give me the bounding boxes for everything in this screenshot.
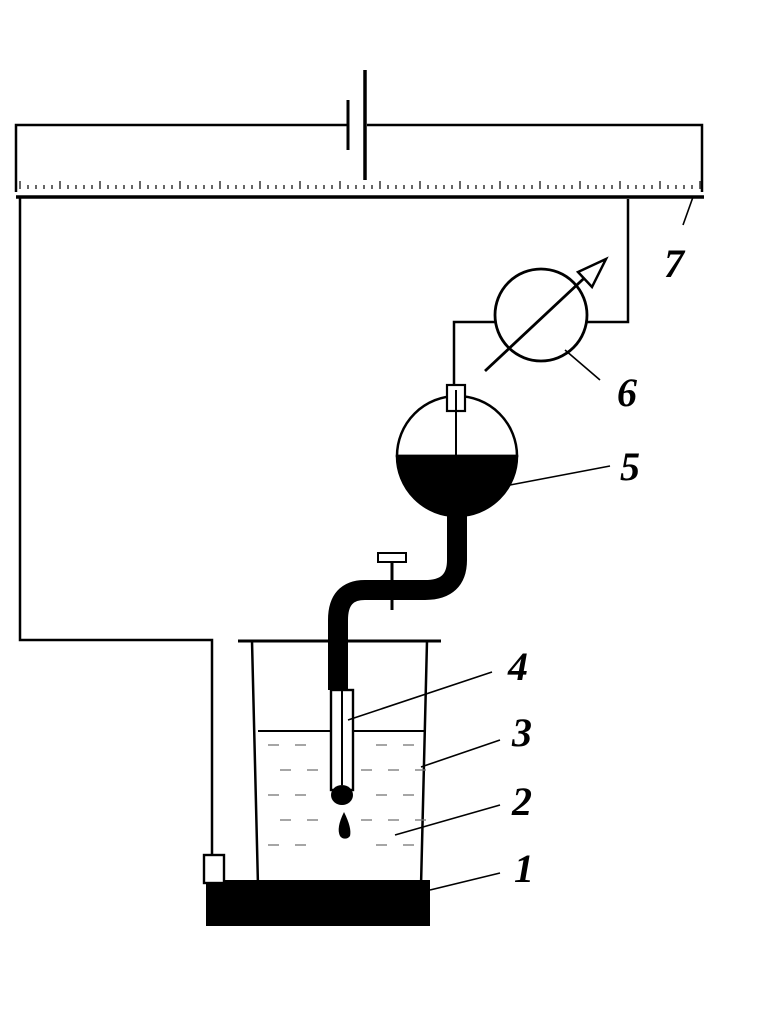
- slider-lead-wire: [585, 199, 630, 324]
- mercury-reservoir: [395, 383, 519, 518]
- mercury-pool: [202, 853, 430, 926]
- label-beaker: 3: [511, 710, 532, 755]
- label-mercury-pool: 1: [514, 846, 534, 891]
- galvanometer-lead-wire: [452, 320, 498, 386]
- slide-wire-scale: [19, 181, 701, 189]
- mercury-tube: [328, 505, 467, 690]
- battery-circuit: [14, 123, 704, 192]
- slide-wire: [16, 181, 704, 199]
- label-mercury-reservoir: 5: [620, 444, 640, 489]
- label-galvanometer: 6: [617, 370, 637, 415]
- left-lead-wire: [18, 197, 214, 858]
- label-capillary: 4: [507, 644, 528, 689]
- beaker: [238, 639, 441, 887]
- solution-surface-marks: [268, 744, 426, 846]
- capillary-electrode: [329, 688, 355, 839]
- label-solution: 2: [511, 779, 532, 824]
- stopcock-icon: [377, 552, 407, 610]
- label-slide-wire: 7: [664, 241, 686, 286]
- battery-icon: [346, 70, 367, 180]
- leader-lines: [347, 196, 694, 891]
- galvanometer-icon: [484, 256, 609, 373]
